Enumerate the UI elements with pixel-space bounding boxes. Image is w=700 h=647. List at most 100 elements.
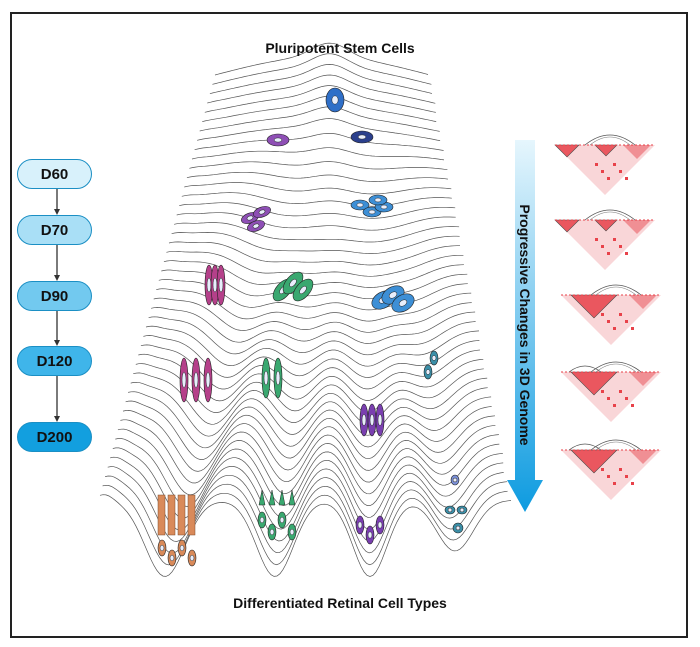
landscape-contour bbox=[153, 297, 472, 333]
ganglion-precursor bbox=[423, 364, 433, 380]
progenitor-cell bbox=[350, 199, 370, 211]
hic-heatmap-2 bbox=[554, 209, 655, 270]
landscape-contour bbox=[174, 222, 460, 243]
bipolar-cell bbox=[355, 515, 365, 535]
photoreceptor-precursor bbox=[203, 357, 213, 403]
landscape-contour bbox=[107, 466, 504, 542]
progenitor-cell bbox=[247, 220, 265, 232]
landscape-contour bbox=[191, 147, 445, 161]
bipolar-precursor bbox=[375, 403, 385, 437]
landscape-contour bbox=[163, 260, 464, 288]
landscape-contour bbox=[120, 419, 496, 484]
precursor-cell bbox=[216, 264, 226, 306]
landscape-contour bbox=[186, 171, 448, 182]
hic-heatmap-4 bbox=[561, 361, 661, 422]
landscape-contour bbox=[130, 381, 488, 437]
rod-outer-segment bbox=[167, 494, 176, 536]
ganglion-precursor bbox=[429, 350, 439, 366]
landscape-contour bbox=[151, 307, 476, 344]
figure-border bbox=[10, 12, 688, 638]
rod-outer-segment bbox=[187, 494, 196, 536]
landscape-contour bbox=[128, 391, 492, 449]
hic-heatmap-1 bbox=[554, 134, 655, 195]
precursor-cell bbox=[210, 264, 220, 306]
landscape-contour bbox=[189, 161, 448, 171]
cone-outer-segment bbox=[268, 489, 276, 506]
timeline-arrow bbox=[53, 189, 61, 220]
cone-outer-segment bbox=[258, 489, 266, 506]
rod-cell bbox=[167, 549, 177, 567]
bipolar-precursor bbox=[359, 403, 369, 437]
rod-cell bbox=[177, 539, 187, 557]
ganglion-cell bbox=[444, 505, 456, 515]
progenitor-cell bbox=[253, 206, 271, 218]
landscape-contour bbox=[204, 85, 436, 113]
timepoint-d70: D70 bbox=[17, 215, 92, 245]
cone-outer-segment bbox=[278, 489, 286, 506]
title-bottom: Differentiated Retinal Cell Types bbox=[233, 595, 447, 611]
timepoint-d200: D200 bbox=[17, 422, 92, 452]
landscape-contour bbox=[168, 241, 460, 266]
hic-heatmap-3 bbox=[561, 284, 661, 345]
landscape-contour bbox=[181, 192, 452, 207]
landscape-contour bbox=[179, 202, 456, 219]
landscape-contour bbox=[143, 335, 480, 378]
timeline-arrow bbox=[53, 311, 61, 351]
photoreceptor-precursor bbox=[191, 357, 201, 403]
landscape-contour bbox=[197, 118, 441, 141]
rod-outer-segment bbox=[157, 494, 166, 536]
timepoint-d120: D120 bbox=[17, 346, 92, 376]
timepoint-d60: D60 bbox=[17, 159, 92, 189]
landscape-contour bbox=[214, 42, 429, 76]
landscape-contour bbox=[194, 133, 444, 151]
cone-outer-segment bbox=[288, 489, 296, 506]
rod-outer-segment bbox=[177, 494, 186, 536]
landscape-contour bbox=[122, 410, 496, 472]
title-top: Pluripotent Stem Cells bbox=[265, 40, 415, 56]
landscape-contour bbox=[212, 53, 432, 85]
landscape-contour bbox=[99, 494, 512, 577]
landscape-contour bbox=[145, 325, 480, 367]
progenitor-cell bbox=[266, 133, 290, 147]
landscape-contour bbox=[171, 232, 460, 254]
progenitor-cell bbox=[350, 130, 374, 144]
progenitor-cell bbox=[368, 194, 388, 206]
cone-cell bbox=[267, 523, 277, 541]
precursor-cell bbox=[292, 278, 314, 302]
landscape-contour bbox=[166, 250, 464, 277]
ganglion-cell bbox=[456, 505, 468, 515]
ganglion-cell bbox=[452, 522, 464, 534]
landscape-contour bbox=[133, 372, 488, 425]
timepoint-d90: D90 bbox=[17, 281, 92, 311]
landscape-contour bbox=[199, 106, 440, 132]
landscape-contour bbox=[176, 212, 456, 231]
rod-cell bbox=[187, 549, 197, 567]
landscape-contour bbox=[209, 64, 432, 95]
cone-precursor bbox=[273, 357, 283, 399]
cone-cell bbox=[287, 523, 297, 541]
photoreceptor-precursor bbox=[179, 357, 189, 403]
stem-cell bbox=[325, 87, 345, 113]
cone-precursor bbox=[261, 357, 271, 399]
ganglion-cell bbox=[450, 474, 460, 486]
landscape-contour bbox=[207, 74, 436, 104]
landscape-contour bbox=[148, 316, 476, 356]
hic-heatmap-5 bbox=[561, 439, 661, 500]
precursor-cell bbox=[391, 293, 415, 313]
landscape-contour bbox=[184, 182, 452, 195]
landscape-contour bbox=[125, 400, 492, 460]
landscape-contour bbox=[110, 456, 504, 531]
timeline-arrow bbox=[53, 245, 61, 286]
timeline-arrow bbox=[53, 376, 61, 427]
cone-cell bbox=[257, 511, 267, 529]
rod-cell bbox=[157, 539, 167, 557]
arrow-shape bbox=[507, 140, 543, 512]
landscape-contour bbox=[117, 428, 499, 496]
landscape-contour bbox=[202, 95, 437, 123]
bipolar-cell bbox=[375, 515, 385, 535]
cone-cell bbox=[277, 511, 287, 529]
